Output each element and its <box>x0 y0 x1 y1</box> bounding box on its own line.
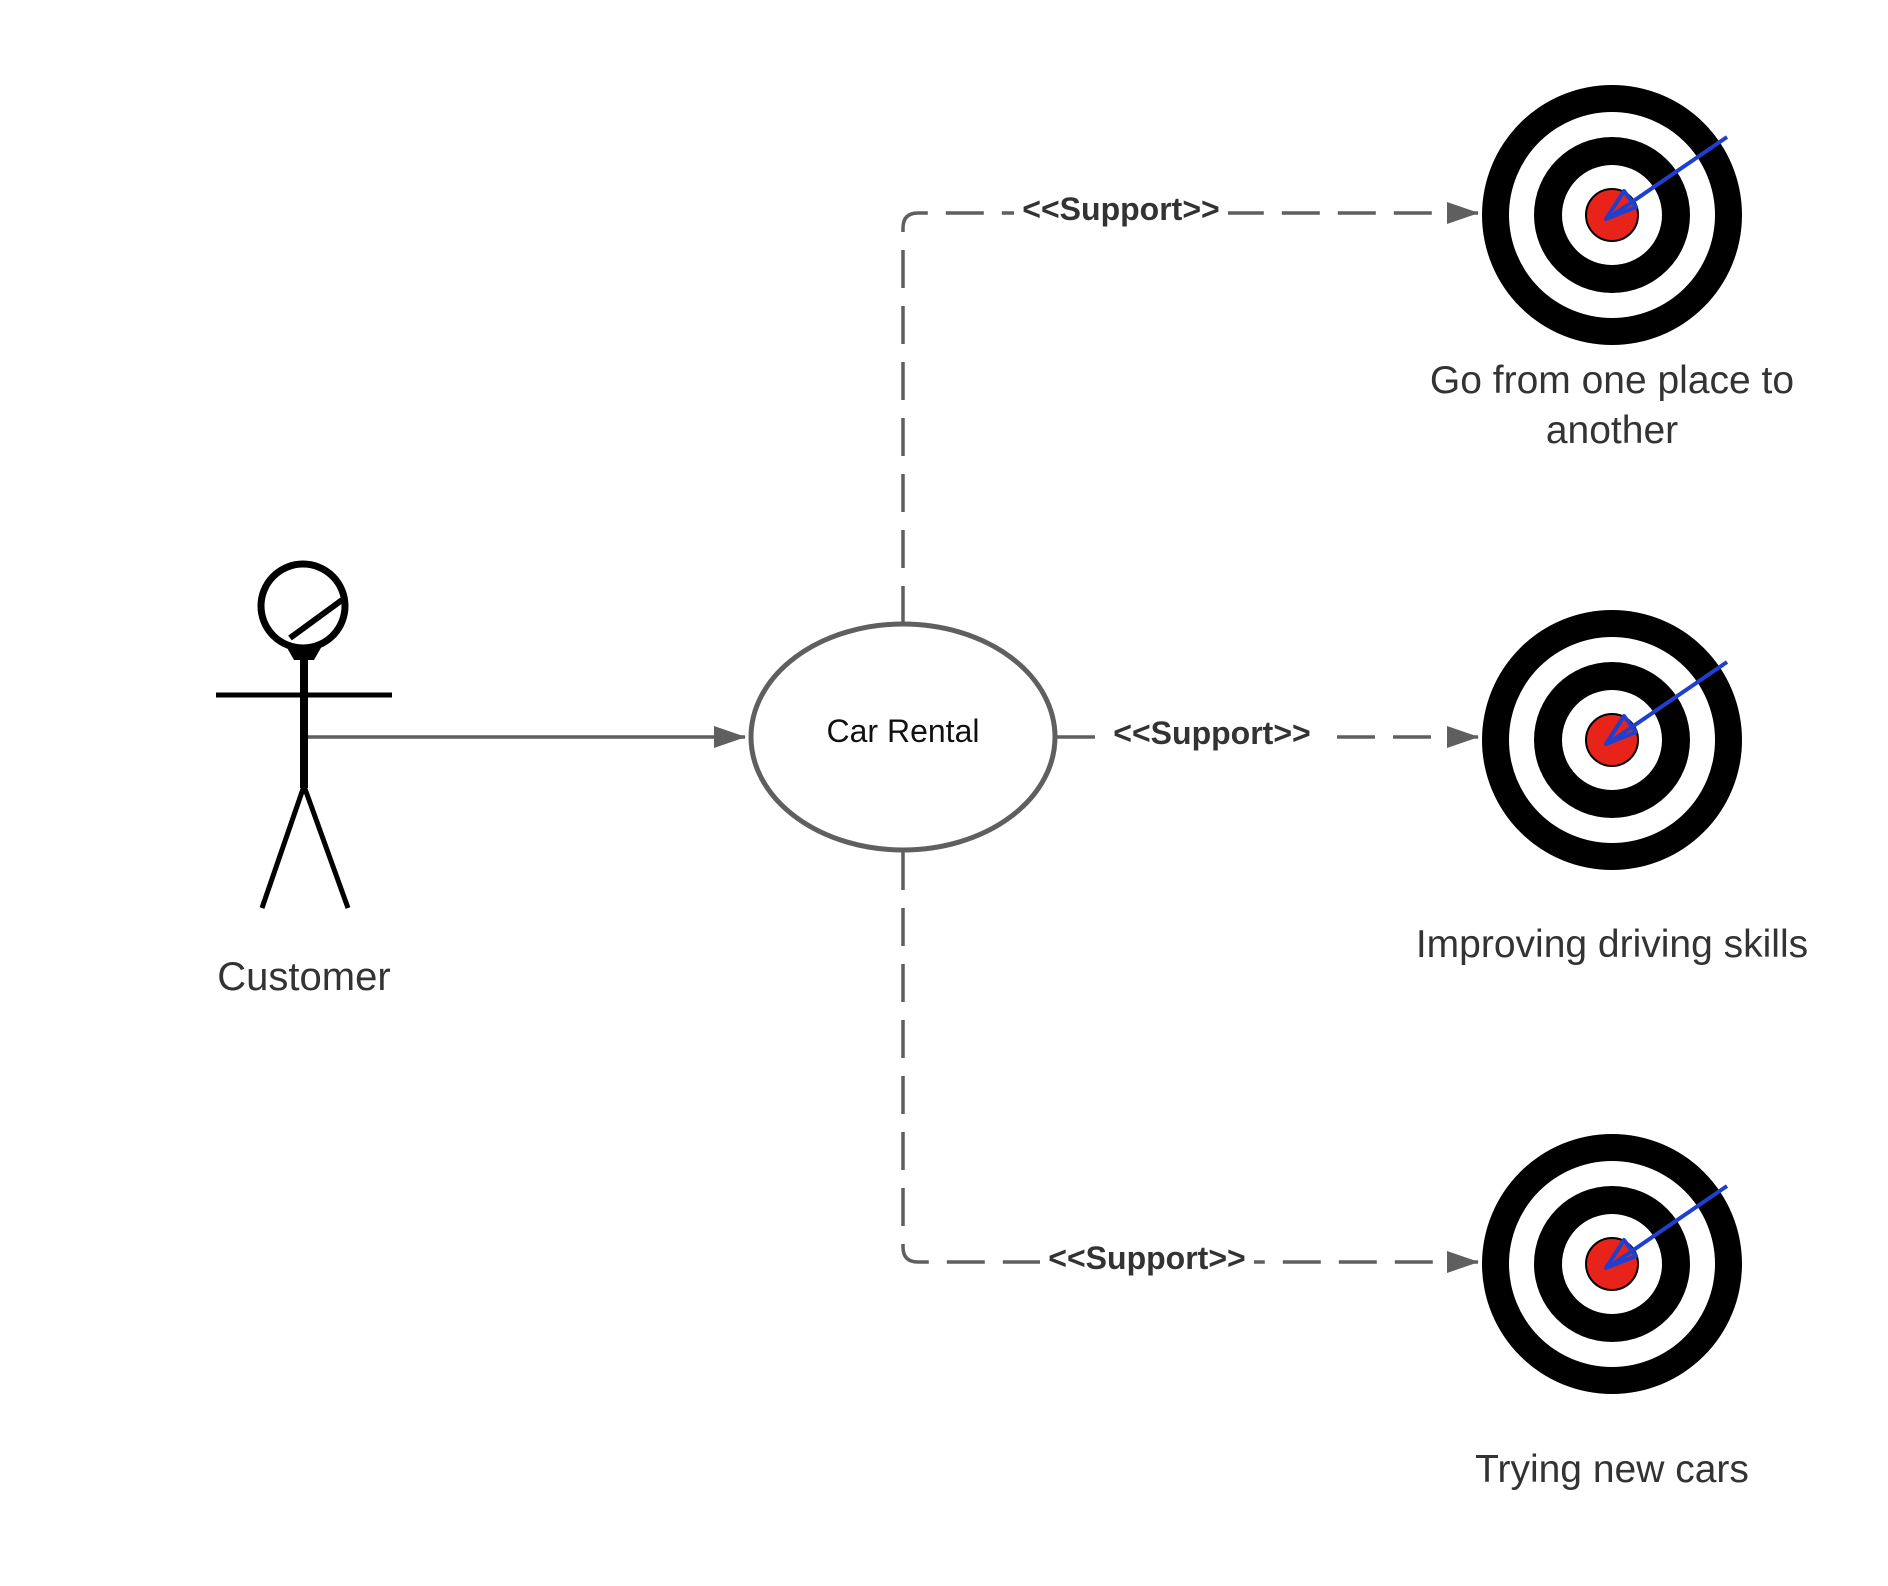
stereotype-label-2: <<Support>> <box>1113 715 1310 751</box>
stereotype-1-bg <box>1014 188 1228 228</box>
target-icon <box>1480 608 1744 872</box>
goal-1[interactable]: Go from one place to another <box>1430 83 1794 452</box>
goal-3[interactable]: Trying new cars <box>1475 1132 1749 1491</box>
actor-head-slash <box>288 597 344 641</box>
support-connector-1[interactable] <box>901 202 1479 624</box>
actor-head <box>257 560 349 652</box>
stereotype-3-bg <box>1040 1237 1254 1277</box>
use-case-label: Car Rental <box>827 713 980 749</box>
goal-label-1-line-1: Go from one place to <box>1430 359 1794 402</box>
stereotype-label-1: <<Support>> <box>1022 191 1219 227</box>
support-connector-3[interactable] <box>901 852 1479 1273</box>
target-icon <box>1480 83 1744 347</box>
stereotype-label-3: <<Support>> <box>1048 1240 1245 1276</box>
customer-actor[interactable]: Customer <box>216 560 392 999</box>
target-icon <box>1480 1132 1744 1396</box>
actor-right-leg <box>301 785 351 909</box>
goal-label-2: Improving driving skills <box>1416 923 1808 966</box>
actor-label: Customer <box>217 955 390 999</box>
stereotype-2-bg <box>1105 712 1319 752</box>
goal-label-1-line-2: another <box>1546 409 1678 452</box>
goal-2[interactable]: Improving driving skills <box>1416 608 1808 966</box>
actor-left-leg <box>259 785 307 909</box>
use-case-car-rental[interactable]: Car Rental <box>748 621 1058 853</box>
goal-label-3: Trying new cars <box>1475 1448 1749 1491</box>
